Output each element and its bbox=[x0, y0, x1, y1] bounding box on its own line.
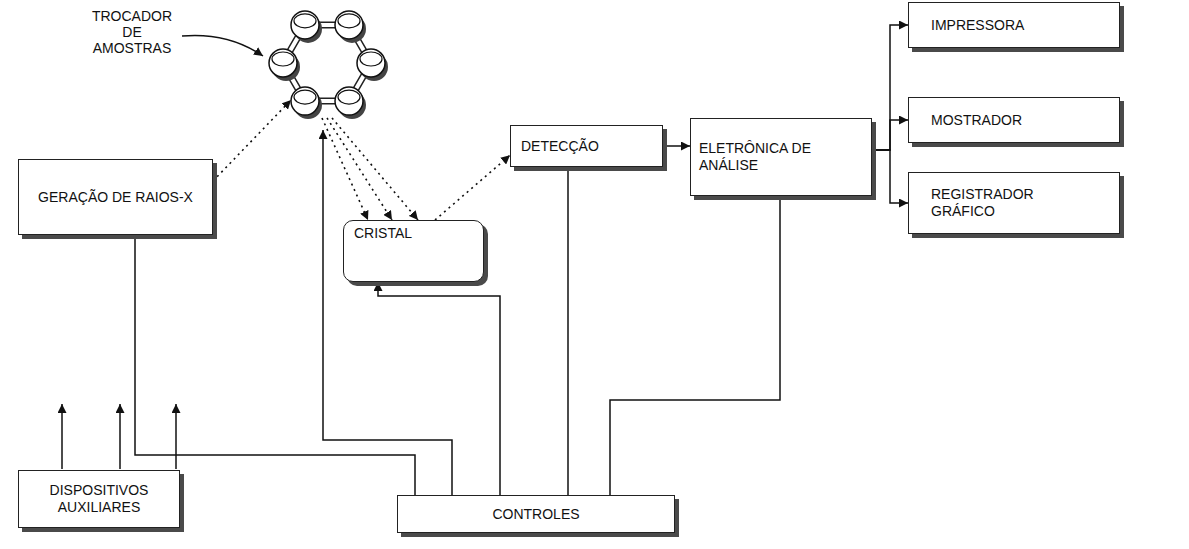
box-label: MOSTRADOR bbox=[931, 112, 1097, 129]
ray-path bbox=[332, 118, 418, 220]
ray-path bbox=[327, 118, 392, 220]
box-label: CONTROLES bbox=[406, 506, 666, 523]
connector bbox=[610, 196, 780, 495]
process-box: IMPRESSORA bbox=[908, 2, 1120, 48]
box-label: CRISTAL bbox=[354, 225, 473, 242]
auxiliary-arrow bbox=[119, 404, 121, 469]
holder-top bbox=[294, 14, 316, 28]
process-box: ELETRÔNICA DE ANÁLISE bbox=[690, 118, 872, 196]
box-label: ELETRÔNICA DE ANÁLISE bbox=[699, 140, 863, 174]
holder-body bbox=[335, 87, 363, 115]
sample-holder bbox=[335, 87, 366, 119]
part-label: TROCADOR DE AMOSTRAS bbox=[86, 8, 178, 56]
holder-body bbox=[357, 49, 385, 77]
process-box: DISPOSITIVOS AUXILIARES bbox=[18, 470, 180, 528]
connector bbox=[872, 120, 908, 150]
sample-holder bbox=[335, 11, 366, 43]
connector bbox=[378, 282, 500, 495]
holder-top bbox=[272, 52, 294, 66]
holder-body bbox=[291, 11, 319, 39]
process-box: REGISTRADOR GRÁFICO bbox=[908, 172, 1120, 234]
sample-holder bbox=[291, 11, 322, 43]
holder-top bbox=[338, 14, 360, 28]
connector bbox=[663, 145, 690, 147]
process-box: DETECÇÃO bbox=[510, 125, 663, 167]
process-box: CRISTAL bbox=[343, 220, 484, 282]
sample-holder bbox=[357, 49, 388, 81]
holder-body bbox=[269, 49, 297, 77]
holder-top bbox=[338, 90, 360, 104]
box-label: REGISTRADOR GRÁFICO bbox=[931, 186, 1097, 220]
process-box: CONTROLES bbox=[397, 495, 675, 533]
box-label: DISPOSITIVOS AUXILIARES bbox=[27, 482, 171, 516]
pointer-arrow bbox=[182, 35, 263, 56]
holder-body bbox=[291, 87, 319, 115]
holder-top bbox=[294, 90, 316, 104]
holder-body bbox=[335, 11, 363, 39]
connector bbox=[323, 130, 452, 495]
auxiliary-arrow bbox=[175, 404, 177, 469]
sample-changer-drawing bbox=[262, 2, 392, 130]
process-box: MOSTRADOR bbox=[908, 97, 1120, 143]
holder-top bbox=[360, 52, 382, 66]
process-box: GERAÇÃO DE RAIOS-X bbox=[18, 159, 213, 235]
ray-path bbox=[213, 100, 291, 181]
ray-path bbox=[435, 155, 510, 220]
ray-path bbox=[322, 118, 368, 220]
connector bbox=[872, 150, 908, 203]
box-label: GERAÇÃO DE RAIOS-X bbox=[29, 189, 202, 206]
auxiliary-arrow bbox=[61, 404, 63, 469]
connector bbox=[567, 167, 569, 495]
box-label: DETECÇÃO bbox=[521, 138, 652, 155]
connector bbox=[872, 25, 908, 150]
box-label: IMPRESSORA bbox=[931, 17, 1097, 34]
sample-holder bbox=[269, 49, 300, 81]
sample-holder bbox=[291, 87, 322, 119]
sample-changer: TROCADOR DE AMOSTRAS bbox=[262, 2, 392, 130]
